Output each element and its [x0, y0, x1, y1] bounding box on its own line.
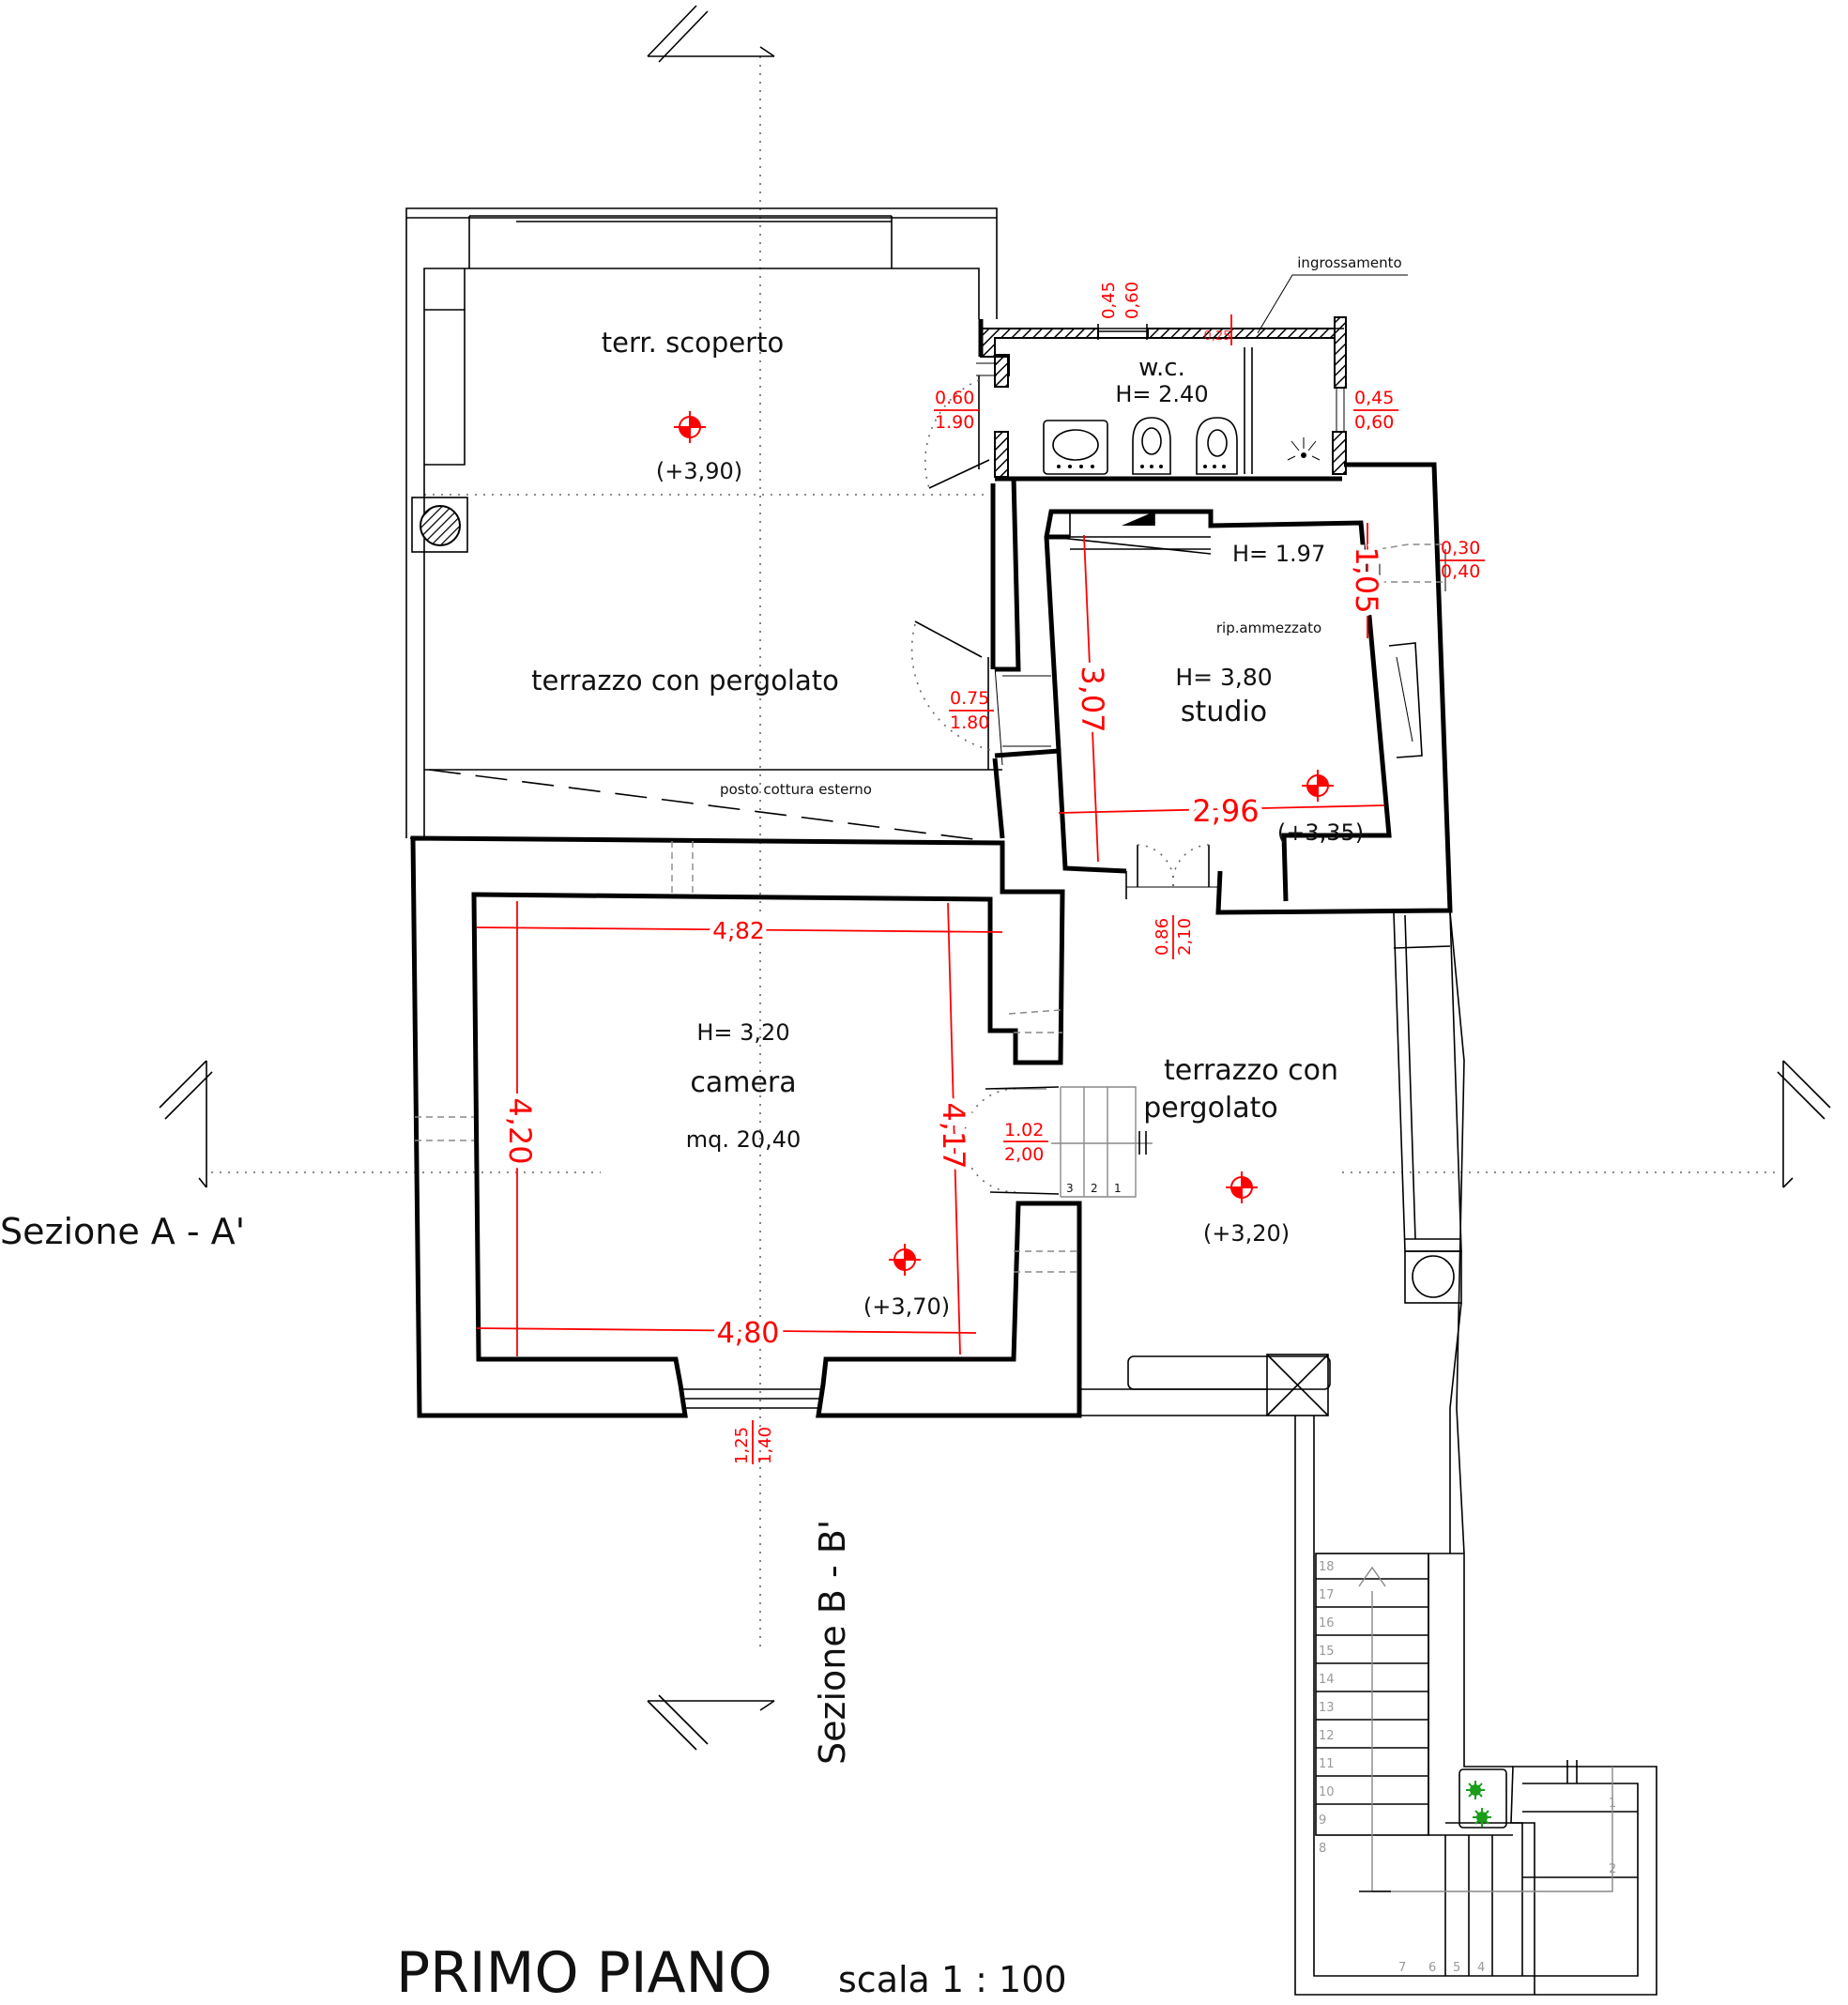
terrace-east — [1079, 911, 1465, 1554]
level-marker-camera — [888, 1243, 922, 1277]
door-swing-studio — [910, 620, 1051, 770]
inner-step-3: 3 — [1066, 1182, 1074, 1195]
step-8: 8 — [1319, 1842, 1326, 1856]
step-17: 17 — [1319, 1588, 1335, 1602]
inner-stair: 3 2 1 — [963, 1086, 1153, 1198]
opening-camera-door-h: 2,00 — [1004, 1144, 1044, 1165]
step-10: 10 — [1319, 1785, 1335, 1799]
step-16: 16 — [1319, 1616, 1335, 1630]
plant-icon — [1466, 1781, 1491, 1827]
camera-height: H= 3,20 — [696, 1019, 789, 1046]
stair-treads — [1316, 1578, 1638, 1976]
opening-studio-right-h: 0,40 — [1441, 561, 1480, 582]
opening-studio-door-h: 1.80 — [950, 712, 989, 733]
studio-height: H= 3,80 — [1175, 664, 1272, 691]
level-terrazzo-e: (+3,20) — [1203, 1220, 1290, 1247]
step-7: 7 — [1398, 1961, 1406, 1975]
opening-studio-door-w: 0.75 — [950, 688, 989, 709]
inner-step-2: 2 — [1091, 1182, 1098, 1195]
step-11: 11 — [1319, 1757, 1335, 1771]
section-lines — [211, 56, 1779, 1652]
landing-step-2: 2 — [1609, 1862, 1616, 1876]
level-marker-terr — [673, 410, 707, 444]
room-terrazzo-e-line1: terrazzo con — [1164, 1054, 1338, 1087]
cooking-note: posto cottura esterno — [720, 781, 872, 798]
level-marker-terrace-e — [1225, 1171, 1259, 1204]
dim-camera-bottom: 4,80 — [717, 1317, 780, 1350]
level-studio: (+3,35) — [1277, 819, 1364, 846]
dim-camera-top: 4,82 — [712, 917, 765, 944]
opening-camera-window-h: 1,40 — [756, 1427, 775, 1464]
studio-walls — [990, 462, 1453, 915]
step-14: 14 — [1319, 1673, 1335, 1687]
wc-block — [976, 274, 1408, 482]
dim-camera-right: 4,17 — [936, 1102, 971, 1169]
level-marker-studio — [1301, 769, 1335, 803]
camera-area: mq. 20,40 — [686, 1126, 802, 1153]
opening-camera-door-w: 1.02 — [1004, 1120, 1044, 1140]
dimension-lines — [476, 523, 1385, 1356]
drawing-title: PRIMO PIANO — [396, 1940, 772, 2005]
studio-mezz-note: rip.ammezzato — [1216, 620, 1321, 636]
room-terrazzo-nw: terrazzo con pergolato — [531, 665, 839, 696]
section-marker-a-right — [1777, 1060, 1831, 1188]
step-5: 5 — [1453, 1961, 1460, 1975]
external-stair: 18 17 16 15 14 13 12 11 10 9 8 7 6 5 4 1… — [1294, 1416, 1657, 1996]
step-4: 4 — [1477, 1961, 1485, 1975]
room-terrazzo-e-line2: pergolato — [1143, 1092, 1278, 1125]
opening-wc-top-small: 0,25 — [1204, 329, 1231, 344]
camera-walls — [410, 835, 1082, 1418]
room-studio: studio — [1181, 696, 1267, 728]
level-terr-scoperto: (+3,90) — [656, 458, 742, 484]
section-marker-b-bottom — [647, 1694, 775, 1751]
opening-camera-window-w: 1,25 — [732, 1427, 752, 1464]
opening-wc-top-h: 0,60 — [1123, 282, 1142, 319]
level-camera: (+3,70) — [863, 1293, 950, 1320]
opening-wc-right-h: 0,60 — [1354, 412, 1394, 433]
section-marker-b-top — [647, 5, 775, 63]
opening-studio-s-h: 2,10 — [1175, 918, 1195, 956]
door-swing-wc — [924, 375, 990, 489]
wc-height: H= 2.40 — [1115, 381, 1208, 407]
door-swing-studio-south — [1125, 844, 1221, 899]
dim-studio-width: 2,96 — [1192, 793, 1259, 829]
room-terr-scoperto: terr. scoperto — [602, 327, 784, 359]
ingrossamento-note: ingrossamento — [1297, 254, 1401, 271]
step-6: 6 — [1428, 1961, 1436, 1975]
dimension-texts: 4,82 4,80 4,20 4,17 2,96 3,07 1,05 0,45 … — [496, 282, 1485, 1464]
step-9: 9 — [1319, 1814, 1326, 1828]
step-18: 18 — [1319, 1560, 1335, 1574]
dim-studio-mezz: 1,05 — [1349, 546, 1384, 613]
section-marker-a-left — [159, 1060, 213, 1188]
dim-camera-left: 4,20 — [502, 1097, 538, 1164]
section-b-label: Sezione B - B' — [812, 1520, 853, 1765]
room-wc: w.c. — [1138, 354, 1185, 382]
studio-mezz-height: H= 1.97 — [1232, 541, 1325, 567]
opening-studio-s-w: 0.86 — [1153, 918, 1172, 956]
opening-wc-right-w: 0,45 — [1354, 388, 1394, 408]
room-camera: camera — [690, 1066, 796, 1099]
section-a-label: Sezione A - A' — [0, 1211, 245, 1252]
step-15: 15 — [1319, 1645, 1335, 1659]
inner-step-1: 1 — [1114, 1182, 1122, 1195]
landing-step-1: 1 — [1609, 1797, 1616, 1811]
opening-terr-door-h: 1.90 — [935, 412, 974, 433]
labels: terr. scoperto (+3,90) terrazzo con perg… — [531, 254, 1402, 1320]
drawing-scale: scala 1 : 100 — [838, 1959, 1067, 2000]
opening-wc-top-w: 0,45 — [1099, 282, 1119, 319]
step-13: 13 — [1319, 1701, 1335, 1715]
opening-terr-door-w: 0.60 — [935, 388, 974, 408]
opening-studio-right-w: 0,30 — [1441, 538, 1480, 559]
terrace-nw — [405, 207, 1002, 841]
step-12: 12 — [1319, 1729, 1335, 1743]
dim-studio-depth: 3,07 — [1075, 666, 1110, 732]
